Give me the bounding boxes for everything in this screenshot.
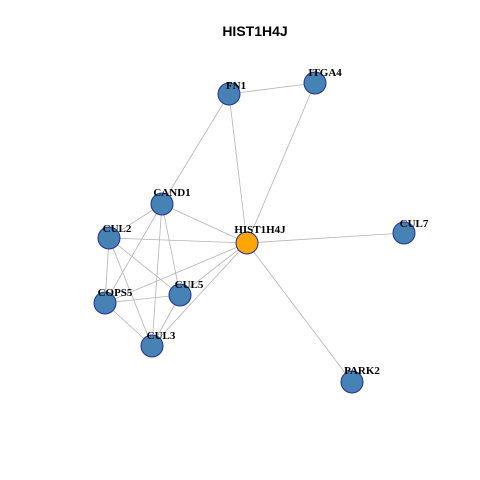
node-cops5[interactable] [93,291,117,315]
node-cul7[interactable] [392,221,416,245]
node-label-cul5: CUL5 [175,279,204,291]
edge-cand1-hist1h4j [161,203,248,244]
graph-title: HIST1H4J [222,23,287,39]
edge-hist1h4j-cul3 [151,242,248,347]
node-label-fn1: FN1 [226,80,246,92]
edge-fn1-cand1 [161,93,230,205]
node-fn1[interactable] [217,82,241,106]
node-label-cand1: CAND1 [153,187,190,199]
node-cul3[interactable] [140,334,164,358]
edge-cand1-cul3 [151,203,163,347]
edge-hist1h4j-park2 [246,242,353,383]
node-itga4[interactable] [303,71,327,95]
node-cul2[interactable] [97,226,121,250]
edge-hist1h4j-cops5 [104,242,248,304]
node-label-cul3: CUL3 [147,330,176,342]
node-cul5[interactable] [168,283,192,307]
node-cand1[interactable] [150,192,174,216]
edge-cops5-cul5 [104,294,181,304]
node-label-hist1h4j: HIST1H4J [234,224,286,236]
node-hist1h4j[interactable] [235,231,259,255]
node-label-cul7: CUL7 [400,218,429,230]
node-label-itga4: ITGA4 [308,67,342,79]
edge-cul2-cul5 [108,237,181,296]
edge-itga4-hist1h4j [246,82,316,244]
edge-fn1-itga4 [228,82,316,95]
edge-fn1-hist1h4j [228,93,248,244]
edge-cul2-hist1h4j [108,237,248,244]
edge-cand1-cops5 [104,203,163,304]
node-park2[interactable] [340,370,364,394]
edge-hist1h4j-cul7 [246,232,405,244]
edge-cand1-cul5 [161,203,181,296]
node-label-cul2: CUL2 [103,223,132,235]
node-label-cops5: COPS5 [98,287,133,299]
edge-hist1h4j-cul5 [179,242,248,296]
node-label-park2: PARK2 [344,365,380,377]
